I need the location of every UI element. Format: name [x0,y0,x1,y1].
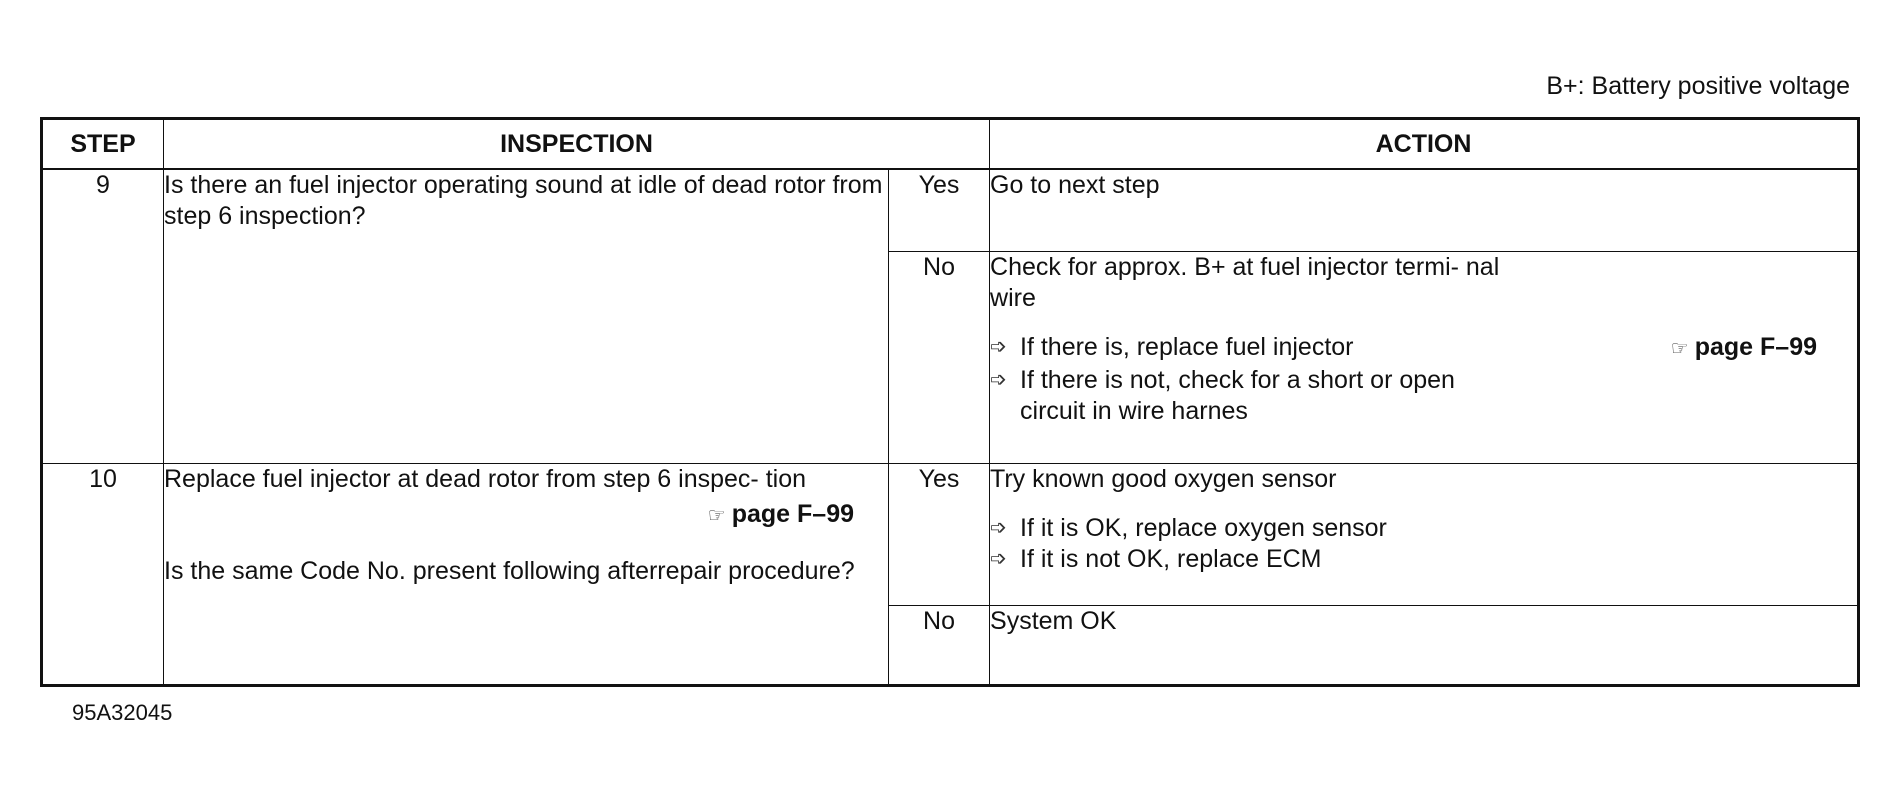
bullet-text: If there is not, check for a short or op… [1020,365,1455,394]
page-reference[interactable]: ☞page F–99 [708,500,854,528]
arrow-right-icon: ➩ [990,335,1007,358]
header-row: STEP INSPECTION ACTION [41,118,1859,170]
action-bullet: ➩ If there is, replace fuel injector ☞pa… [990,332,1857,365]
no-label: No [887,250,991,464]
arrow-right-icon: ➩ [990,547,1007,570]
bullet-text: If it is OK, replace oxygen sensor [1020,513,1387,542]
inspection-cell: Is there an fuel injector operating soun… [163,168,889,464]
arrow-right-icon: ➩ [990,516,1007,539]
step-number: 9 [41,168,164,464]
action-bullet: ➩ If it is OK, replace oxygen sensor [990,513,1857,544]
bullet-text-continued: circuit in wire harnes [1020,396,1248,425]
inspection-question: Is the same Code No. present following a… [164,556,855,585]
table-row: No Check for approx. B+ at fuel injector… [42,250,1859,464]
table-row: No System OK [42,604,1859,686]
page-reference[interactable]: ☞page F–99 [1671,332,1817,365]
action-cell: Check for approx. B+ at fuel injector te… [989,250,1859,464]
pointing-hand-icon: ☞ [1670,337,1689,360]
header-inspection: INSPECTION [162,118,991,170]
inspection-text: Is there an fuel injector operating soun… [164,171,883,230]
action-text: System OK [990,606,1117,635]
bullet-text: If there is, replace fuel injector [1020,332,1354,361]
bullet-text: If it is not OK, replace ECM [1020,544,1322,573]
action-text: Try known good oxygen sensor [990,464,1337,493]
action-text: Check for approx. B+ at fuel injector te… [990,252,1500,312]
inspection-cell: Replace fuel injector at dead rotor from… [163,462,889,686]
yes-label: Yes [887,168,991,252]
figure-id: 95A32045 [72,700,173,725]
arrow-right-icon: ➩ [990,368,1007,391]
action-bullet: ➩ If it is not OK, replace ECM [990,544,1857,575]
action-cell: System OK [989,604,1859,686]
voltage-note: B+: Battery positive voltage [1546,72,1850,100]
table-row: 9 Is there an fuel injector operating so… [41,168,1859,464]
inspection-text: Replace fuel injector at dead rotor from… [164,464,807,493]
action-cell: Go to next step [989,168,1859,252]
header-action: ACTION [989,118,1859,170]
action-cell: Try known good oxygen sensor ➩ If it is … [989,462,1859,606]
pointing-hand-icon: ☞ [707,504,726,527]
table-row: 10 Replace fuel injector at dead rotor f… [41,462,1859,686]
action-text: Go to next step [990,171,1160,199]
header-step: STEP [41,118,164,170]
action-bullet: ➩ If there is not, check for a short or … [990,365,1857,396]
yes-label: Yes [887,462,991,606]
page-reference-text: page F–99 [1694,332,1817,361]
diagnostic-table: STEP INSPECTION ACTION 9 Is there an fue… [40,117,1860,687]
step-number: 10 [41,462,164,686]
no-label: No [887,604,991,686]
page-reference-text: page F–99 [731,499,854,528]
